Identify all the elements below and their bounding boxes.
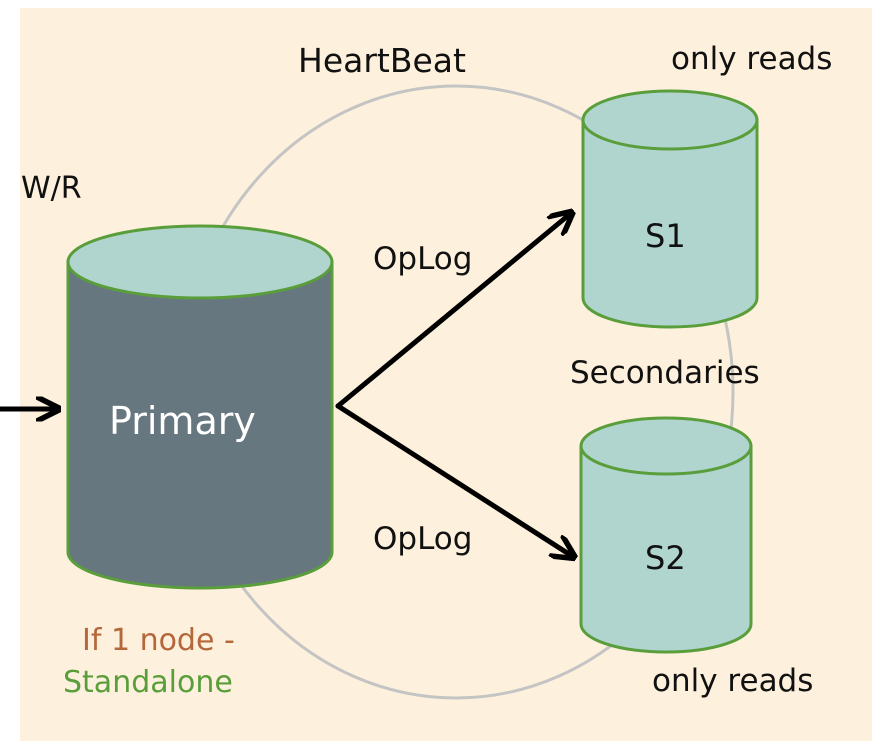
oplog-top-label: OpLog [373, 241, 473, 277]
oplog-arrow-to-s2 [335, 403, 572, 556]
only-reads-bottom-label: only reads [652, 663, 814, 699]
primary-label: Primary [109, 399, 256, 443]
secondary-s1-cylinder [581, 89, 759, 329]
s1-label: S1 [645, 217, 686, 255]
write-read-label: W/R [21, 171, 82, 206]
heartbeat-label: HeartBeat [298, 41, 466, 80]
primary-cylinder [66, 224, 334, 590]
only-reads-top-label: only reads [671, 41, 833, 77]
single-node-note: If 1 node - [82, 623, 235, 658]
oplog-bottom-label: OpLog [373, 521, 473, 557]
secondaries-label: Secondaries [570, 355, 760, 391]
s2-label: S2 [645, 539, 686, 577]
secondary-s2-cylinder [579, 416, 753, 654]
oplog-arrow-to-s1 [335, 214, 570, 409]
standalone-note: Standalone [63, 665, 233, 700]
